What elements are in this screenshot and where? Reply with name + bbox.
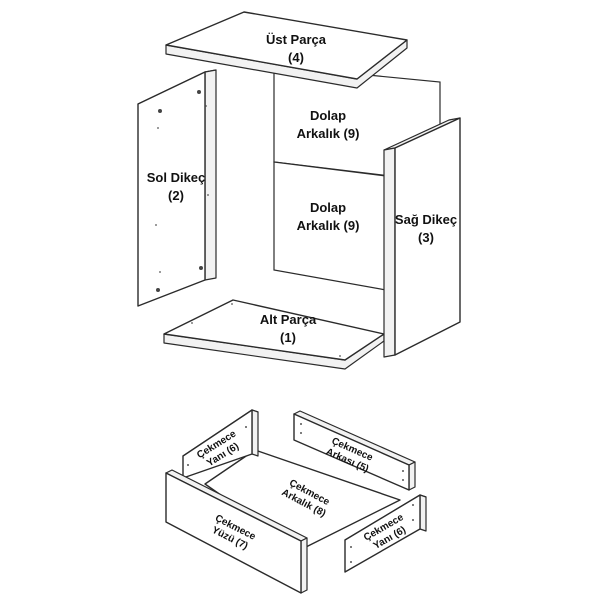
back-lower-number: Arkalık (9) (297, 218, 360, 233)
cabinet-top-panel (165, 11, 408, 89)
bottom-panel-label: Alt Parça (260, 312, 317, 327)
cabinet-bottom-panel (163, 299, 385, 370)
drawer-left-side-panel (182, 409, 259, 479)
drawer-right-side-panel (344, 494, 427, 573)
drawer-front-panel (165, 469, 308, 594)
cabinet-right-panel (383, 117, 461, 358)
top-panel-number: (4) (288, 50, 304, 65)
back-upper-number: Arkalık (9) (297, 126, 360, 141)
left-panel-label: Sol Dikeç (147, 170, 206, 185)
right-panel-label: Sağ Dikeç (395, 212, 457, 227)
back-upper-label: Dolap (310, 108, 346, 123)
right-panel-number: (3) (418, 230, 434, 245)
cabinet-left-panel (137, 69, 217, 307)
back-lower-label: Dolap (310, 200, 346, 215)
bottom-panel-number: (1) (280, 330, 296, 345)
drawer-back-panel (293, 410, 416, 491)
left-panel-number: (2) (168, 188, 184, 203)
top-panel-label: Üst Parça (266, 32, 327, 47)
